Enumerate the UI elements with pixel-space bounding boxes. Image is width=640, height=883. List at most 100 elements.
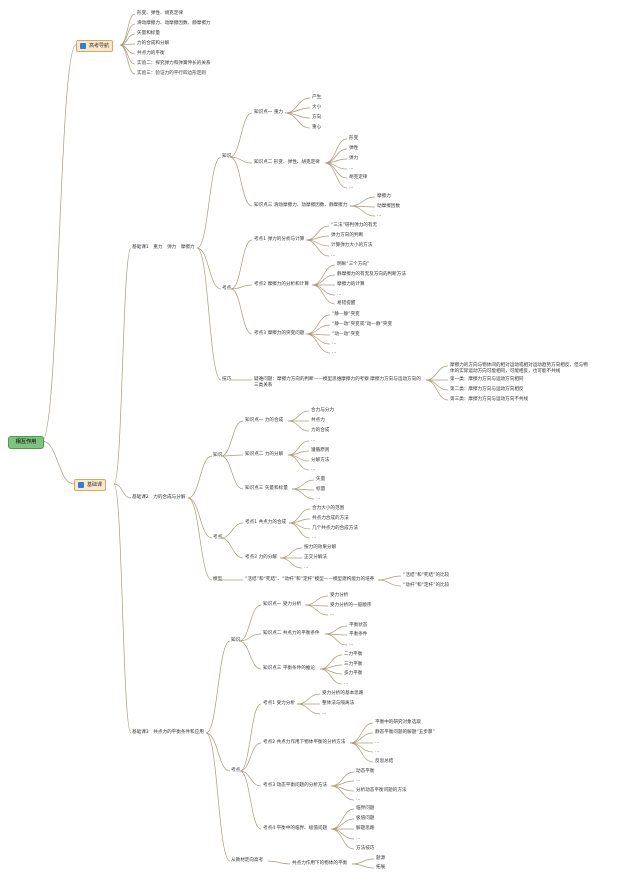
- exam-point[interactable]: 考点2 摩擦力的分析和计算: [254, 282, 309, 287]
- leaf-item[interactable]: 极值问题: [356, 816, 375, 821]
- leaf-item[interactable]: ...: [356, 797, 361, 802]
- leaf-item[interactable]: 计算弹力大小的方法: [331, 243, 373, 248]
- model-text[interactable]: “活结”和“死结”、“动杆”和“定杆”模型——模型建构能力的培养: [245, 577, 375, 582]
- leaf-item[interactable]: 共点力合成的方法: [312, 516, 349, 521]
- leaf-item[interactable]: 整体法与隔离法: [322, 701, 355, 706]
- leaf-item[interactable]: 摩擦力: [377, 194, 391, 199]
- category-zhishi[interactable]: 知识: [213, 453, 223, 458]
- leaf-item[interactable]: 受力分析的基本思路: [322, 691, 364, 696]
- leaf-item[interactable]: 胡克定律: [349, 175, 368, 180]
- exam-point[interactable]: 考点2 力的分解: [245, 555, 277, 560]
- knowledge-point[interactable]: 知识点二 形变、弹性、胡克定律: [254, 160, 320, 165]
- leaf-item[interactable]: ...: [344, 681, 349, 686]
- leaf-item[interactable]: ...: [304, 565, 309, 570]
- leaf-item[interactable]: ...: [349, 166, 354, 171]
- leaf-item[interactable]: 第二类：摩擦力方向与运动方向相反: [450, 387, 524, 392]
- leaf-item[interactable]: 反思总结: [375, 759, 394, 764]
- knowledge-point[interactable]: 知识点二 力的分解: [245, 452, 284, 457]
- category-moxing[interactable]: 模型: [213, 577, 223, 582]
- leaf-item[interactable]: 平衡状态: [349, 623, 368, 628]
- leaf-item[interactable]: ...: [377, 213, 382, 218]
- leaf-item[interactable]: ...: [312, 535, 317, 540]
- branch-jichuke[interactable]: 基础课: [74, 479, 107, 491]
- leaf-item[interactable]: 动摩擦因数: [377, 204, 400, 209]
- leaf-item[interactable]: 拓展: [376, 865, 386, 870]
- leaf-item[interactable]: ...: [349, 185, 354, 190]
- leaf-item[interactable]: 二力平衡: [344, 652, 363, 657]
- category-kaodian[interactable]: 考点: [222, 286, 232, 291]
- leaf-item[interactable]: 共点力: [311, 418, 325, 423]
- leaf-item[interactable]: 明晰“三个方向”: [337, 262, 370, 267]
- leaf-item[interactable]: ...: [311, 467, 316, 472]
- knowledge-point[interactable]: 知识点三 矢量和标量: [245, 486, 288, 491]
- leaf-item[interactable]: “三法”研判弹力的有无: [331, 223, 378, 228]
- knowledge-point[interactable]: 知识点三 平衡条件的推论: [263, 666, 315, 671]
- nav-item[interactable]: 滑动摩擦力、动摩擦因数、静摩擦力: [137, 21, 211, 26]
- leaf-item[interactable]: ...: [337, 292, 342, 297]
- leaf-item[interactable]: ...: [316, 496, 321, 501]
- leaf-item[interactable]: ...: [311, 438, 316, 443]
- leaf-item[interactable]: 产生: [312, 95, 322, 100]
- leaf-item[interactable]: ...: [330, 612, 335, 617]
- category-jiqiao[interactable]: 技巧: [222, 377, 232, 382]
- nav-item[interactable]: 力的合成和分解: [137, 41, 170, 46]
- leaf-item[interactable]: “活结”和“死结”的比较: [403, 573, 450, 578]
- exam-point[interactable]: 考点4 平衡中的临界、极值问题: [263, 826, 328, 831]
- nav-item[interactable]: 实验二：探究弹力和弹簧伸长的关系: [137, 61, 211, 66]
- nav-item[interactable]: 矢量和标量: [137, 31, 160, 36]
- leaf-item[interactable]: 分解方法: [311, 458, 330, 463]
- leaf-item[interactable]: 大小: [312, 105, 322, 110]
- leaf-item[interactable]: 分析动态平衡问题的方法: [356, 788, 407, 793]
- leaf-item[interactable]: 正交分解法: [304, 555, 327, 560]
- leaf-item[interactable]: 静摩擦力的有无及方向的判断方法: [337, 272, 406, 277]
- exam-point[interactable]: 考点1 受力分析: [263, 701, 295, 706]
- leaf-item[interactable]: 重心: [312, 125, 322, 130]
- leaf-item[interactable]: 标量: [316, 487, 326, 492]
- leaf-item[interactable]: 方法技巧: [356, 846, 375, 851]
- category-zhishi[interactable]: 知识: [231, 638, 241, 643]
- exam-point[interactable]: 考点3 摩擦力的突变问题: [254, 331, 305, 336]
- category-zhishi[interactable]: 知识: [222, 154, 232, 159]
- leaf-item[interactable]: 平衡中的研究对象选取: [375, 720, 421, 725]
- leaf-item[interactable]: 三力平衡: [344, 662, 363, 667]
- leaf-item[interactable]: 形变: [349, 136, 359, 141]
- leaf-item[interactable]: 按力的效果分解: [304, 545, 337, 550]
- leaf-item[interactable]: 几个共点力的合成方法: [312, 526, 358, 531]
- category-jiaocai[interactable]: 从教材走向高考: [231, 858, 264, 863]
- exam-point[interactable]: 考点1 共点力的合成: [245, 520, 287, 525]
- leaf-item[interactable]: ...: [332, 341, 337, 346]
- leaf-item[interactable]: ...: [375, 740, 380, 745]
- technique-text[interactable]: 疑难问题：摩擦力方向的判断——模型思维摩擦力的考察 摩擦力方向与运动方向的三类关…: [254, 377, 421, 388]
- leaf-item[interactable]: 遵循原则: [311, 448, 330, 453]
- category-kaodian[interactable]: 考点: [213, 535, 223, 540]
- leaf-item[interactable]: 静态平衡问题的解题“五步骤”: [375, 730, 435, 735]
- leaf-item[interactable]: 易错提醒: [337, 301, 356, 306]
- knowledge-point[interactable]: 知识点二 共点力的平衡条件: [263, 631, 320, 636]
- nav-item[interactable]: 形变、弹性、胡克定律: [137, 11, 183, 16]
- exam-point[interactable]: 考点1 弹力的分析与计算: [254, 237, 305, 242]
- leaf-item[interactable]: 矢量: [316, 477, 326, 482]
- leaf-item[interactable]: ...: [322, 711, 327, 716]
- leaf-item[interactable]: 题源: [376, 856, 386, 861]
- leaf-item[interactable]: 力的合成: [311, 428, 330, 433]
- leaf-item[interactable]: 动态平衡: [356, 769, 375, 774]
- root-node[interactable]: 相互作用: [8, 436, 44, 449]
- leaf-item[interactable]: “静—动”突变或“动—静”突变: [332, 322, 393, 327]
- leaf-item[interactable]: 受力分析的一般顺序: [330, 603, 372, 608]
- leaf-item[interactable]: 解题思路: [356, 826, 375, 831]
- leaf-item[interactable]: ...: [332, 350, 337, 355]
- leaf-item[interactable]: “动—动”突变: [332, 332, 360, 337]
- chapter-3[interactable]: 基础课3 共点力的平衡条件和应用: [132, 730, 204, 735]
- leaf-item[interactable]: 第三类：摩擦力方向与运动方向不共线: [450, 397, 529, 402]
- category-kaodian[interactable]: 考点: [231, 768, 241, 773]
- leaf-item[interactable]: ...: [356, 778, 361, 783]
- leaf-item[interactable]: 弹力: [349, 156, 359, 161]
- leaf-item[interactable]: ...: [349, 642, 354, 647]
- exam-point[interactable]: 考点2 共点力作用下物体平衡的分析方法: [263, 740, 346, 745]
- leaf-item[interactable]: ...: [331, 253, 336, 258]
- leaf-item[interactable]: 摩擦力的计算: [337, 282, 365, 287]
- leaf-item[interactable]: 合力大小的范围: [312, 506, 345, 511]
- chapter-1[interactable]: 基础课1 重力 弹力 摩擦力: [132, 245, 195, 250]
- chapter-2[interactable]: 基础课2 力的合成与分解: [132, 495, 186, 500]
- leaf-item[interactable]: 弹力方向的判断: [331, 233, 364, 238]
